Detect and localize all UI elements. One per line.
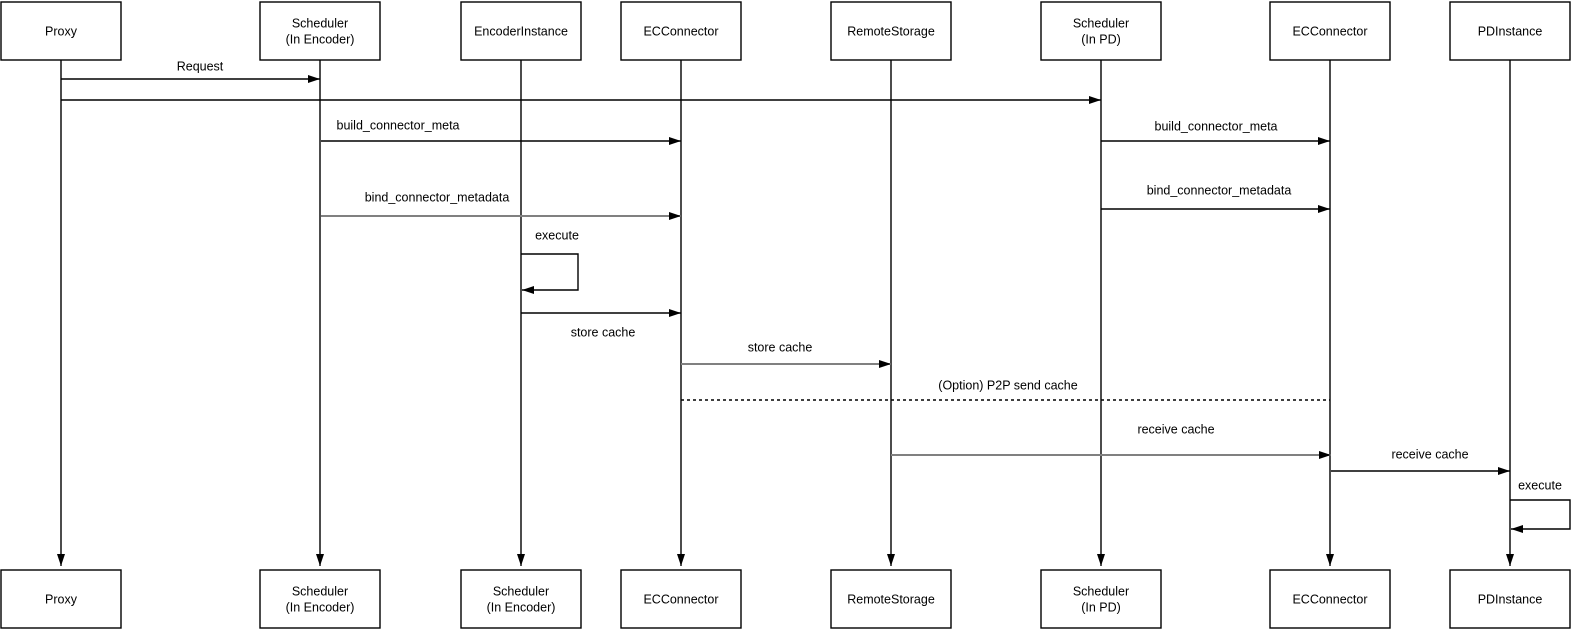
message-label-build-connector-meta-pd: build_connector_meta — [1155, 120, 1278, 134]
participant-top-box-scheduler-pd — [1040, 1, 1162, 61]
participant-bottom-label-line-scheduler-pd: Scheduler — [1073, 585, 1129, 599]
message-label-request: Request — [177, 60, 224, 74]
message-label-bind-connector-metadata-pd: bind_connector_metadata — [1147, 184, 1292, 198]
participant-bottom-label-line-scheduler-pd: (In PD) — [1081, 601, 1121, 615]
participant-top-label-line-scheduler-pd: Scheduler — [1073, 17, 1129, 31]
participant-bottom-label-line-ec-connector-encoder: ECConnector — [643, 593, 718, 607]
participant-top-label-line-scheduler-pd: (In PD) — [1081, 33, 1121, 47]
participant-bottom-label-proxy: Proxy — [45, 593, 78, 607]
participant-top-box-ec-connector-pd — [1269, 1, 1391, 61]
participant-bottom-label-scheduler-pd: Scheduler (In PD) — [1073, 585, 1129, 615]
participant-bottom-label-ec-connector-pd: ECConnector — [1292, 593, 1367, 607]
participant-bottom-box-remote-storage — [830, 569, 952, 629]
participant-bottom-label-line-pd-instance: PDInstance — [1478, 593, 1543, 607]
participant-bottom-box-pd-instance — [1449, 569, 1571, 629]
participant-top-label-proxy: Proxy — [45, 25, 78, 39]
participant-bottom-label-ec-connector-encoder: ECConnector — [643, 593, 718, 607]
participant-bottom-box-ec-connector-pd — [1269, 569, 1391, 629]
message-label-build-connector-meta-encoder: build_connector_meta — [337, 119, 460, 133]
participant-bottom-label-line-ec-connector-pd: ECConnector — [1292, 593, 1367, 607]
participant-bottom-label-line-proxy: Proxy — [45, 593, 78, 607]
participant-top-label-line-ec-connector-encoder: ECConnector — [643, 25, 718, 39]
participant-top-box-remote-storage — [830, 1, 952, 61]
participant-top-label-line-ec-connector-pd: ECConnector — [1292, 25, 1367, 39]
participant-bottom-label-pd-instance: PDInstance — [1478, 593, 1543, 607]
participant-bottom-label-encoder-instance: Scheduler (In Encoder) — [487, 585, 556, 615]
participant-top-label-ec-connector-encoder: ECConnector — [643, 25, 718, 39]
participant-bottom-box-encoder-instance — [460, 569, 582, 629]
participant-bottom-label-remote-storage: RemoteStorage — [847, 593, 935, 607]
participant-bottom-label-line-scheduler-encoder: Scheduler — [292, 585, 348, 599]
participant-top-label-line-remote-storage: RemoteStorage — [847, 25, 935, 39]
participant-bottom-box-ec-connector-encoder — [620, 569, 742, 629]
message-label-receive-cache-pdinstance: receive cache — [1391, 448, 1468, 462]
participant-bottom-label-line-remote-storage: RemoteStorage — [847, 593, 935, 607]
participant-top-label-scheduler-encoder: Scheduler (In Encoder) — [286, 17, 355, 47]
participant-top-box-scheduler-encoder — [259, 1, 381, 61]
participant-bottom-box-scheduler-encoder — [259, 569, 381, 629]
message-label-encoder-to-ecconnector: store cache — [571, 326, 636, 340]
participant-bottom-box-scheduler-pd — [1040, 569, 1162, 629]
message-label-store-cache-remote: store cache — [748, 341, 813, 355]
participant-top-box-ec-connector-encoder — [620, 1, 742, 61]
participant-top-label-pd-instance: PDInstance — [1478, 25, 1543, 39]
participant-top-label-line-encoder-instance: EncoderInstance — [474, 25, 568, 39]
participant-top-box-proxy — [0, 1, 122, 61]
participant-top-label-ec-connector-pd: ECConnector — [1292, 25, 1367, 39]
participant-top-label-line-scheduler-encoder: (In Encoder) — [286, 33, 355, 47]
participant-bottom-box-proxy — [0, 569, 122, 629]
participant-top-label-line-proxy: Proxy — [45, 25, 78, 39]
participant-top-label-line-pd-instance: PDInstance — [1478, 25, 1543, 39]
participant-top-box-encoder-instance — [460, 1, 582, 61]
message-label-bind-connector-metadata-encoder: bind_connector_metadata — [365, 191, 510, 205]
participant-bottom-label-line-encoder-instance: (In Encoder) — [487, 601, 556, 615]
self-call-loop-execute-pd — [1510, 499, 1571, 533]
participant-top-box-pd-instance — [1449, 1, 1571, 61]
self-call-label-execute-pd: execute — [1518, 479, 1562, 493]
participant-top-label-encoder-instance: EncoderInstance — [474, 25, 568, 39]
self-call-loop-execute-encoder — [521, 253, 579, 294]
message-label-receive-cache-ecconnector: receive cache — [1137, 423, 1214, 437]
participant-top-label-remote-storage: RemoteStorage — [847, 25, 935, 39]
participant-bottom-label-line-scheduler-encoder: (In Encoder) — [286, 601, 355, 615]
participant-top-label-line-scheduler-encoder: Scheduler — [292, 17, 348, 31]
self-call-label-execute-encoder: execute — [535, 229, 579, 243]
participant-bottom-label-scheduler-encoder: Scheduler (In Encoder) — [286, 585, 355, 615]
participant-bottom-label-line-encoder-instance: Scheduler — [493, 585, 549, 599]
message-label-p2p-send-cache: (Option) P2P send cache — [938, 379, 1077, 393]
participant-top-label-scheduler-pd: Scheduler (In PD) — [1073, 17, 1129, 47]
